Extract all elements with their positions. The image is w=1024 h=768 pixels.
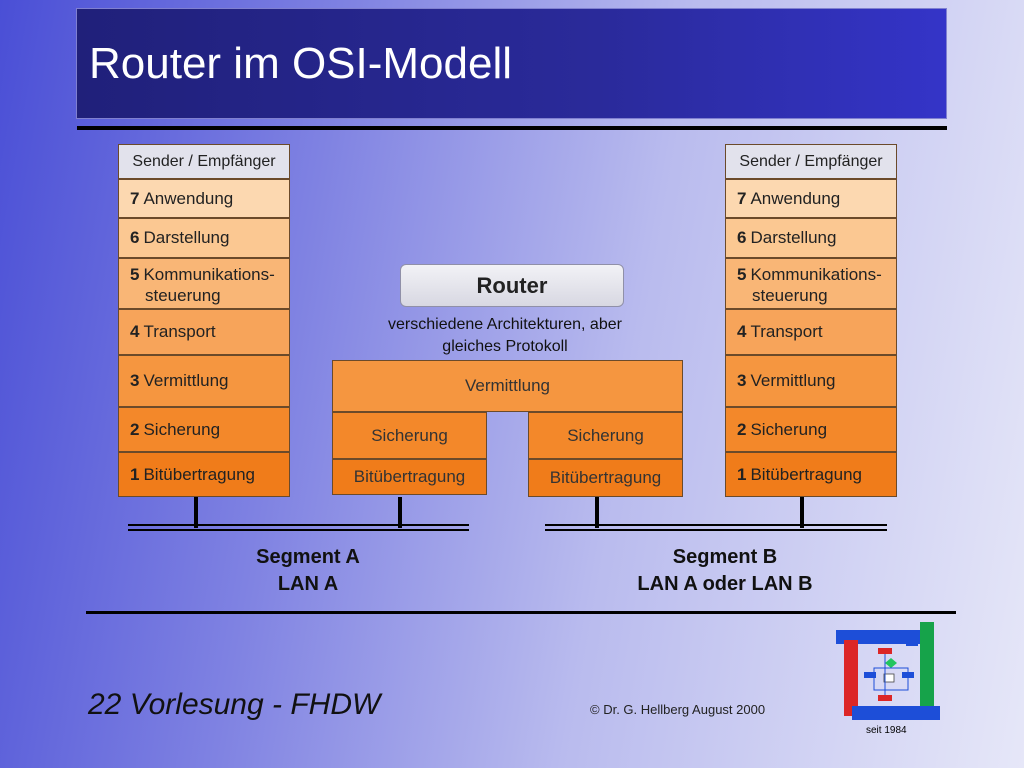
fhdw-logo-icon bbox=[836, 622, 940, 720]
left-stack-header: Sender / Empfänger bbox=[118, 144, 290, 179]
router-caption: verschiedene Architekturen, aber gleiche… bbox=[340, 314, 670, 358]
footer-text: 22 Vorlesung - FHDW bbox=[88, 688, 381, 721]
router-label-box: Router bbox=[400, 264, 624, 307]
router-right-datalink: Sicherung bbox=[528, 412, 683, 459]
router-caption-line2: gleiches Protokoll bbox=[442, 338, 568, 355]
router-network-layer: Vermittlung bbox=[332, 360, 683, 412]
right-stack-header: Sender / Empfänger bbox=[725, 144, 897, 179]
router-left-physical: Bitübertragung bbox=[332, 459, 487, 495]
copyright-text: © Dr. G. Hellberg August 2000 bbox=[590, 702, 766, 717]
bottom-rule bbox=[86, 611, 956, 614]
slide-title: Router im OSI-Modell bbox=[89, 39, 513, 88]
title-underline bbox=[77, 126, 947, 130]
router-caption-line1: verschiedene Architekturen, aber bbox=[388, 316, 622, 333]
logo-caption: seit 1984 bbox=[866, 725, 907, 736]
router-right-physical: Bitübertragung bbox=[528, 459, 683, 497]
segment-b-bus bbox=[545, 497, 887, 531]
title-bar: Router im OSI-Modell bbox=[76, 8, 947, 119]
router-left-datalink: Sicherung bbox=[332, 412, 487, 459]
segment-a-bus bbox=[128, 497, 469, 531]
